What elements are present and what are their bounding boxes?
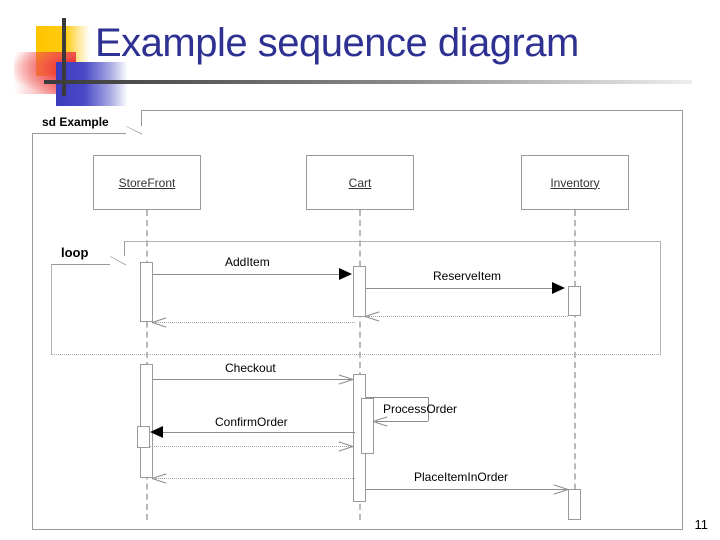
arrowhead-open-storefront-cart: [338, 439, 354, 453]
return-line-cart-storefront: [155, 322, 355, 323]
message-label-additem: AddItem: [225, 255, 270, 269]
loop-tab-bevel: [110, 256, 127, 266]
page-number: 11: [694, 517, 709, 532]
loop-fragment-bottom-edge: [51, 354, 661, 355]
activation-storefront-loop: [140, 262, 153, 322]
frame-label-tab: sd Example: [32, 110, 142, 134]
frame-label-text: sd Example: [42, 114, 109, 129]
return-line-inventory-cart: [368, 316, 568, 317]
activation-inventory-placeitem: [568, 489, 581, 520]
selfmessage-bottom-processorder: [376, 421, 428, 422]
lifeline-inventory: [574, 210, 576, 520]
message-line-additem: [153, 274, 339, 275]
message-line-checkout: [153, 379, 351, 380]
message-line-reserveitem: [366, 288, 552, 289]
frame-tab-bevel: [126, 126, 143, 135]
message-label-reserveitem: ReserveItem: [433, 269, 502, 283]
lifeline-name-inventory: Inventory: [550, 175, 600, 190]
arrowhead-open-cart-storefront-final: [151, 471, 167, 485]
arrowhead-open-processorder: [372, 414, 388, 428]
arrowhead-filled-reserveitem: [552, 282, 565, 294]
arrowhead-open-cart-storefront: [151, 315, 167, 329]
return-line-storefront-cart: [150, 446, 351, 447]
message-label-checkout: Checkout: [225, 361, 276, 375]
message-label-placeiteminorder: PlaceItemInOrder: [414, 470, 509, 484]
loop-fragment-box: [51, 241, 661, 355]
lifeline-name-storefront: StoreFront: [118, 175, 176, 190]
return-line-cart-storefront-final: [155, 478, 355, 479]
arrowhead-open-placeiteminorder: [553, 482, 569, 496]
decoration-horizontal-rule: [44, 80, 692, 84]
activation-storefront-confirm: [137, 426, 150, 448]
message-line-confirmorder: [163, 432, 355, 433]
arrowhead-filled-additem: [339, 268, 352, 280]
lifeline-name-cart: Cart: [348, 175, 372, 190]
lifeline-box-storefront[interactable]: StoreFront: [93, 155, 201, 210]
decoration-vertical-bar: [62, 18, 66, 96]
selfmessage-side-processorder: [428, 397, 429, 421]
lifeline-box-inventory[interactable]: Inventory: [521, 155, 629, 210]
arrowhead-open-checkout: [338, 372, 354, 386]
lifeline-box-cart[interactable]: Cart: [306, 155, 414, 210]
activation-storefront-checkout: [140, 364, 153, 478]
activation-inventory-loop: [568, 286, 581, 316]
decoration-blue-square: [56, 62, 128, 106]
message-line-placeiteminorder: [366, 489, 566, 490]
lifeline-cart: [359, 210, 361, 520]
message-label-confirmorder: ConfirmOrder: [215, 415, 288, 429]
message-label-processorder: ProcessOrder: [383, 402, 458, 416]
loop-label-text: loop: [61, 245, 89, 260]
page-title: Example sequence diagram: [95, 21, 579, 65]
activation-cart-processorder: [361, 398, 374, 454]
activation-cart-loop: [353, 266, 366, 317]
selfmessage-top-processorder: [366, 397, 428, 398]
arrowhead-open-inventory-cart: [364, 309, 380, 323]
arrowhead-filled-confirmorder: [150, 426, 163, 438]
